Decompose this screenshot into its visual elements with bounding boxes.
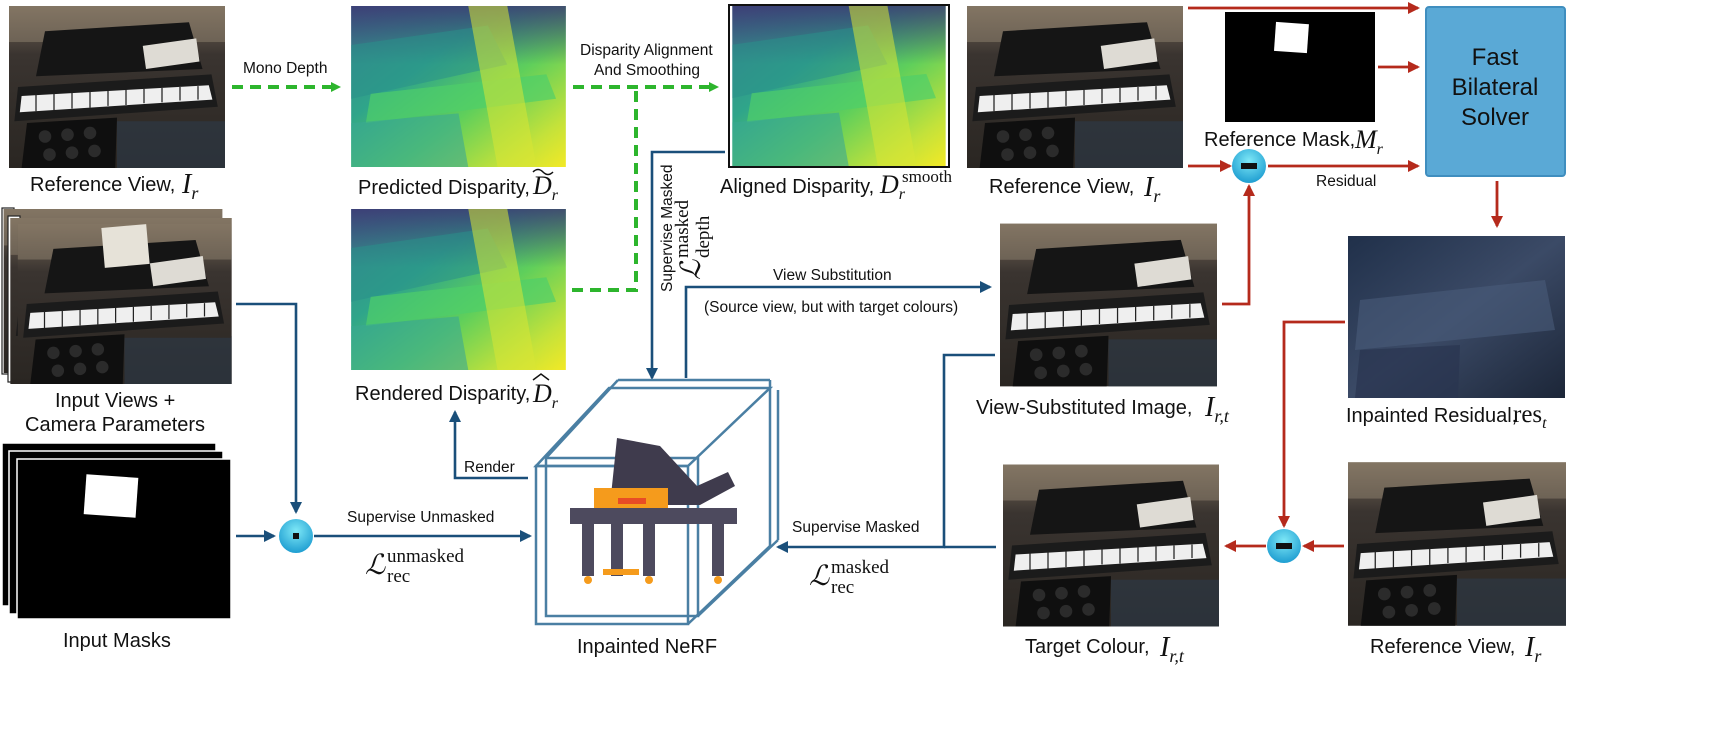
reference-view-image-2	[966, 6, 1184, 168]
view-substituted-label: View-Substituted Image,	[976, 397, 1192, 419]
solver-label-3: Solver	[1461, 104, 1529, 131]
aligned-disparity-frame	[728, 4, 950, 168]
view-substitution-label: View Substitution	[773, 267, 892, 284]
svg-text:ℒ: ℒ	[676, 259, 707, 280]
inpainted-residual-label: Inpainted Residual,	[1346, 405, 1517, 427]
inpainted-nerf-label: Inpainted NeRF	[577, 636, 717, 658]
tilde-mark	[532, 168, 554, 176]
residual-texture-2	[1355, 345, 1460, 398]
reference-view-label: Reference View,	[30, 174, 175, 196]
supervise-unmasked-label: Supervise Unmasked	[347, 509, 494, 526]
loss-unmasked: ℒ	[365, 550, 386, 581]
pred-sym: Dr	[532, 171, 559, 204]
ref-mask-sym: Mr	[1354, 125, 1384, 158]
input-views-label-1: Input Views +	[55, 390, 175, 412]
solver-label-1: Fast	[1472, 44, 1519, 71]
res-sym: rest	[1513, 401, 1547, 432]
render-label: Render	[464, 459, 515, 476]
input-views-label-2: Camera Parameters	[25, 414, 205, 436]
target-colour-label: Target Colour,	[1025, 636, 1150, 658]
view-sub-sym: Ir,t	[1204, 392, 1230, 426]
predicted-disparity-label: Predicted Disparity,	[358, 177, 530, 199]
aligned-disparity-label: Aligned Disparity,	[720, 176, 874, 198]
svg-text:depth: depth	[693, 215, 714, 258]
unmasked-sup: unmasked	[387, 546, 465, 567]
piano-icon	[570, 438, 737, 584]
mask-region	[1273, 21, 1309, 54]
supervise-masked-depth-label: Supervise Masked	[659, 164, 676, 292]
depth-loss: ℒ masked depth	[672, 199, 714, 280]
masked-sup: masked	[831, 557, 890, 578]
view-substituted-image	[1000, 223, 1217, 387]
aligned-sym: Dr	[879, 170, 906, 203]
fast-bilateral-solver-box	[1425, 6, 1566, 177]
hat-mark	[532, 373, 550, 381]
target-colour-image	[1003, 463, 1219, 628]
residual-texture	[1355, 280, 1555, 350]
input-masks-label: Input Masks	[63, 630, 171, 652]
rendered-disparity-green-path	[572, 88, 638, 292]
aligned-disparity-map	[732, 6, 946, 166]
ref-sym-3: Ir	[1524, 632, 1542, 666]
predicted-disparity-map	[351, 6, 566, 167]
unmasked-sub: rec	[387, 566, 410, 587]
ref-sym-2: Ir	[1143, 172, 1161, 206]
minus-sign-top	[1241, 163, 1257, 169]
rendered-sym: Dr	[532, 379, 559, 412]
dot-sign	[293, 533, 299, 539]
and-smoothing-label: And Smoothing	[594, 62, 700, 79]
supervise-masked-arrow	[776, 353, 995, 553]
view-sub-to-subtract-arrow	[1222, 184, 1255, 306]
input-mask-region	[83, 474, 139, 518]
nerf-cube	[533, 378, 780, 626]
sheet-music	[101, 224, 150, 268]
reference-mask-label: Reference Mask,	[1204, 129, 1355, 151]
target-sym: Ir,t	[1159, 632, 1185, 666]
solver-label-2: Bilateral	[1452, 74, 1539, 101]
masked-sub: rec	[831, 577, 854, 598]
rendered-disparity-label: Rendered Disparity,	[355, 383, 530, 405]
mono-depth-label: Mono Depth	[243, 60, 327, 77]
ref-sym: Ir	[181, 169, 199, 203]
aligned-sup: smooth	[902, 167, 953, 186]
residual-to-subtract-arrow	[1278, 320, 1345, 528]
minus-sign-bottom	[1276, 543, 1292, 549]
view-substitution-note: (Source view, but with target colours)	[704, 299, 958, 316]
reference-view-label-2: Reference View,	[989, 176, 1134, 198]
supervise-depth-arrow	[646, 150, 725, 380]
disparity-alignment-label: Disparity Alignment	[580, 42, 713, 59]
residual-label: Residual	[1316, 173, 1376, 190]
reference-view-label-3: Reference View,	[1370, 636, 1515, 658]
rendered-disparity-map	[351, 209, 566, 370]
reference-view-image-3	[1348, 462, 1566, 626]
loss-masked: ℒ	[809, 561, 830, 592]
render-arrow	[449, 410, 528, 480]
svg-text:masked: masked	[672, 199, 693, 258]
supervise-masked-label: Supervise Masked	[792, 519, 920, 536]
views-to-node-arrow	[236, 302, 302, 514]
reference-view-image	[8, 6, 226, 168]
view-substitution-arrow	[684, 281, 992, 378]
